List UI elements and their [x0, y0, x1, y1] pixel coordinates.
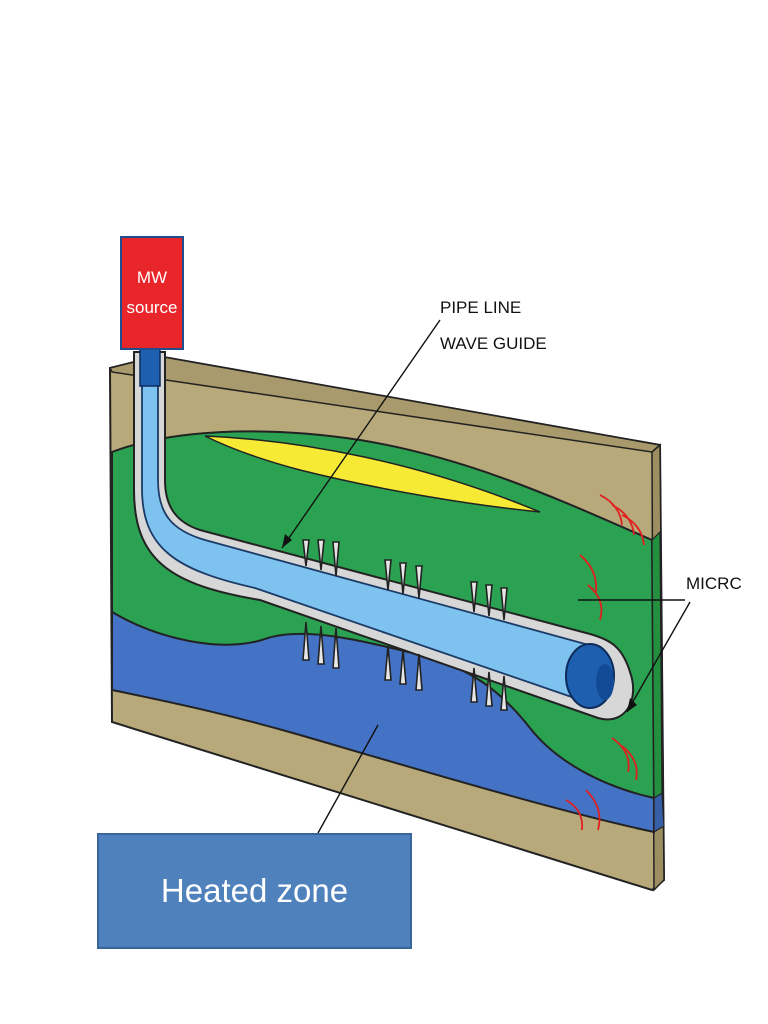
blue-side-strip — [653, 791, 665, 834]
wave-guide-text: WAVE GUIDE — [440, 334, 547, 353]
source-connector — [139, 345, 161, 387]
heated-zone-text: Heated zone — [160, 872, 349, 909]
pipe-end-inner — [596, 664, 614, 700]
pipe-line-text: PIPE LINE — [440, 298, 522, 317]
blue-layer — [111, 610, 655, 834]
radiation-arcs — [565, 494, 645, 831]
perforations-upper — [302, 539, 508, 621]
pipe-line-arrowhead — [282, 534, 292, 548]
pipe-line-label: PIPE LINE WAVE GUIDE — [440, 290, 547, 362]
mw-source-line2: source — [126, 298, 178, 317]
perforations-lower — [302, 621, 508, 711]
mw-source-line1: MW — [136, 268, 168, 287]
micrc-text: MICRC — [686, 574, 742, 593]
yellow-pocket — [204, 435, 541, 513]
mw-source-box: MW source — [120, 236, 184, 350]
pipe-waveguide — [141, 351, 602, 706]
micrc-label: MICRC — [686, 566, 742, 602]
callout-lines — [281, 319, 691, 834]
heated-zone-box: Heated zone — [97, 833, 412, 949]
micrc-arrowhead — [627, 698, 637, 712]
